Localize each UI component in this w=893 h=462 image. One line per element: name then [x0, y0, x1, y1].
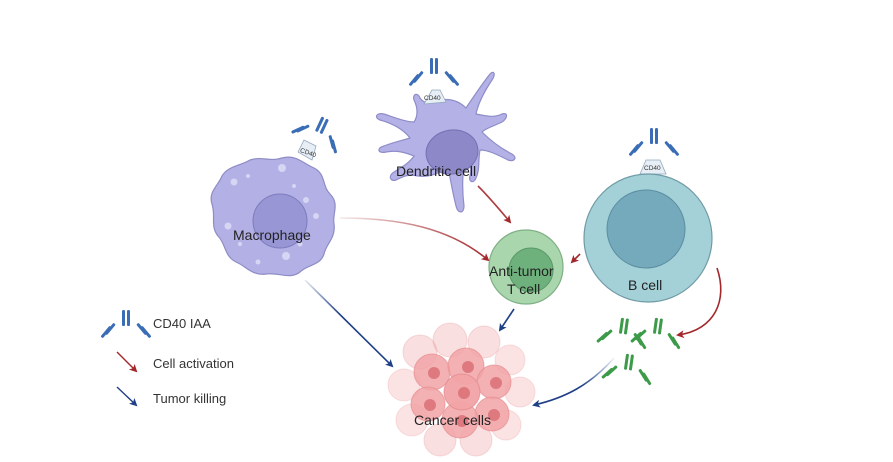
arrow-macrophage-to-tcell	[339, 217, 490, 262]
macrophage-cell: CD40 Macrophage	[210, 107, 349, 277]
blue-arrow-icon	[116, 386, 138, 407]
macrophage-nucleus	[252, 193, 308, 249]
arrow-macrophage-to-cancer	[304, 279, 394, 368]
legend-item-cell-activation: Cell activation	[116, 351, 234, 373]
cancer-cell-nucleus	[462, 361, 474, 373]
arrow-bcell-to-tcell	[570, 253, 581, 264]
cd40-receptor-label: CD40	[644, 165, 661, 172]
legend-label: Tumor killing	[153, 391, 226, 406]
cancer-cell-nucleus	[456, 415, 468, 427]
cancer-cell-nucleus	[424, 399, 436, 411]
dendritic-cell: CD40 Dendritic cell	[375, 58, 516, 213]
cd40-receptor	[297, 139, 317, 161]
antibody-icon	[629, 314, 685, 350]
legend-item-tumor-killing: Tumor killing	[116, 386, 226, 407]
cancer-cells-label: Cancer cells	[414, 412, 491, 428]
antibody-icon	[100, 310, 152, 339]
t-cell-label-line2: T cell	[507, 281, 540, 297]
arrows	[304, 185, 722, 408]
dendritic-cell-label: Dendritic cell	[396, 163, 476, 179]
macrophage-label: Macrophage	[233, 227, 311, 243]
b-cell-label: B cell	[628, 277, 662, 293]
t-cell-label-line1: Anti-tumor	[489, 263, 554, 279]
antibody-icon	[290, 107, 349, 155]
t-cell-nucleus	[508, 247, 554, 293]
secreted-antibodies	[595, 314, 685, 386]
macrophage-vesicles	[224, 164, 319, 265]
b-cell-nucleus	[606, 189, 686, 269]
arrow-dendritic-to-tcell	[477, 185, 512, 224]
red-arrow-icon	[116, 351, 138, 373]
t-cell: Anti-tumor T cell	[488, 229, 564, 305]
legend-item-cd40-iaa: CD40 IAA	[100, 310, 211, 339]
cancer-cell-nucleus	[428, 367, 440, 379]
cd40-receptor	[639, 159, 667, 175]
cancer-cell-nucleus	[458, 387, 470, 399]
legend-label: Cell activation	[153, 356, 234, 371]
arrow-tcell-to-cancer	[498, 308, 515, 332]
cd40-receptor	[423, 89, 447, 105]
cancer-cells	[387, 322, 536, 457]
cancer-cell-nucleus	[488, 409, 500, 421]
cd40-receptor-label: CD40	[424, 95, 441, 102]
legend-label: CD40 IAA	[153, 316, 211, 331]
cancer-cell-nucleus	[490, 377, 502, 389]
arrow-antibodies-to-cancer	[532, 357, 615, 408]
antibody-icon	[408, 58, 460, 87]
antibody-icon	[600, 350, 656, 386]
dendritic-nucleus	[425, 129, 479, 175]
antibody-icon	[628, 128, 680, 157]
b-cell: CD40 B cell	[583, 128, 713, 303]
arrow-bcell-to-antibodies	[676, 267, 722, 339]
legend: CD40 IAA Cell activation Tumor killing	[100, 310, 234, 407]
cancer-cell	[467, 325, 501, 359]
